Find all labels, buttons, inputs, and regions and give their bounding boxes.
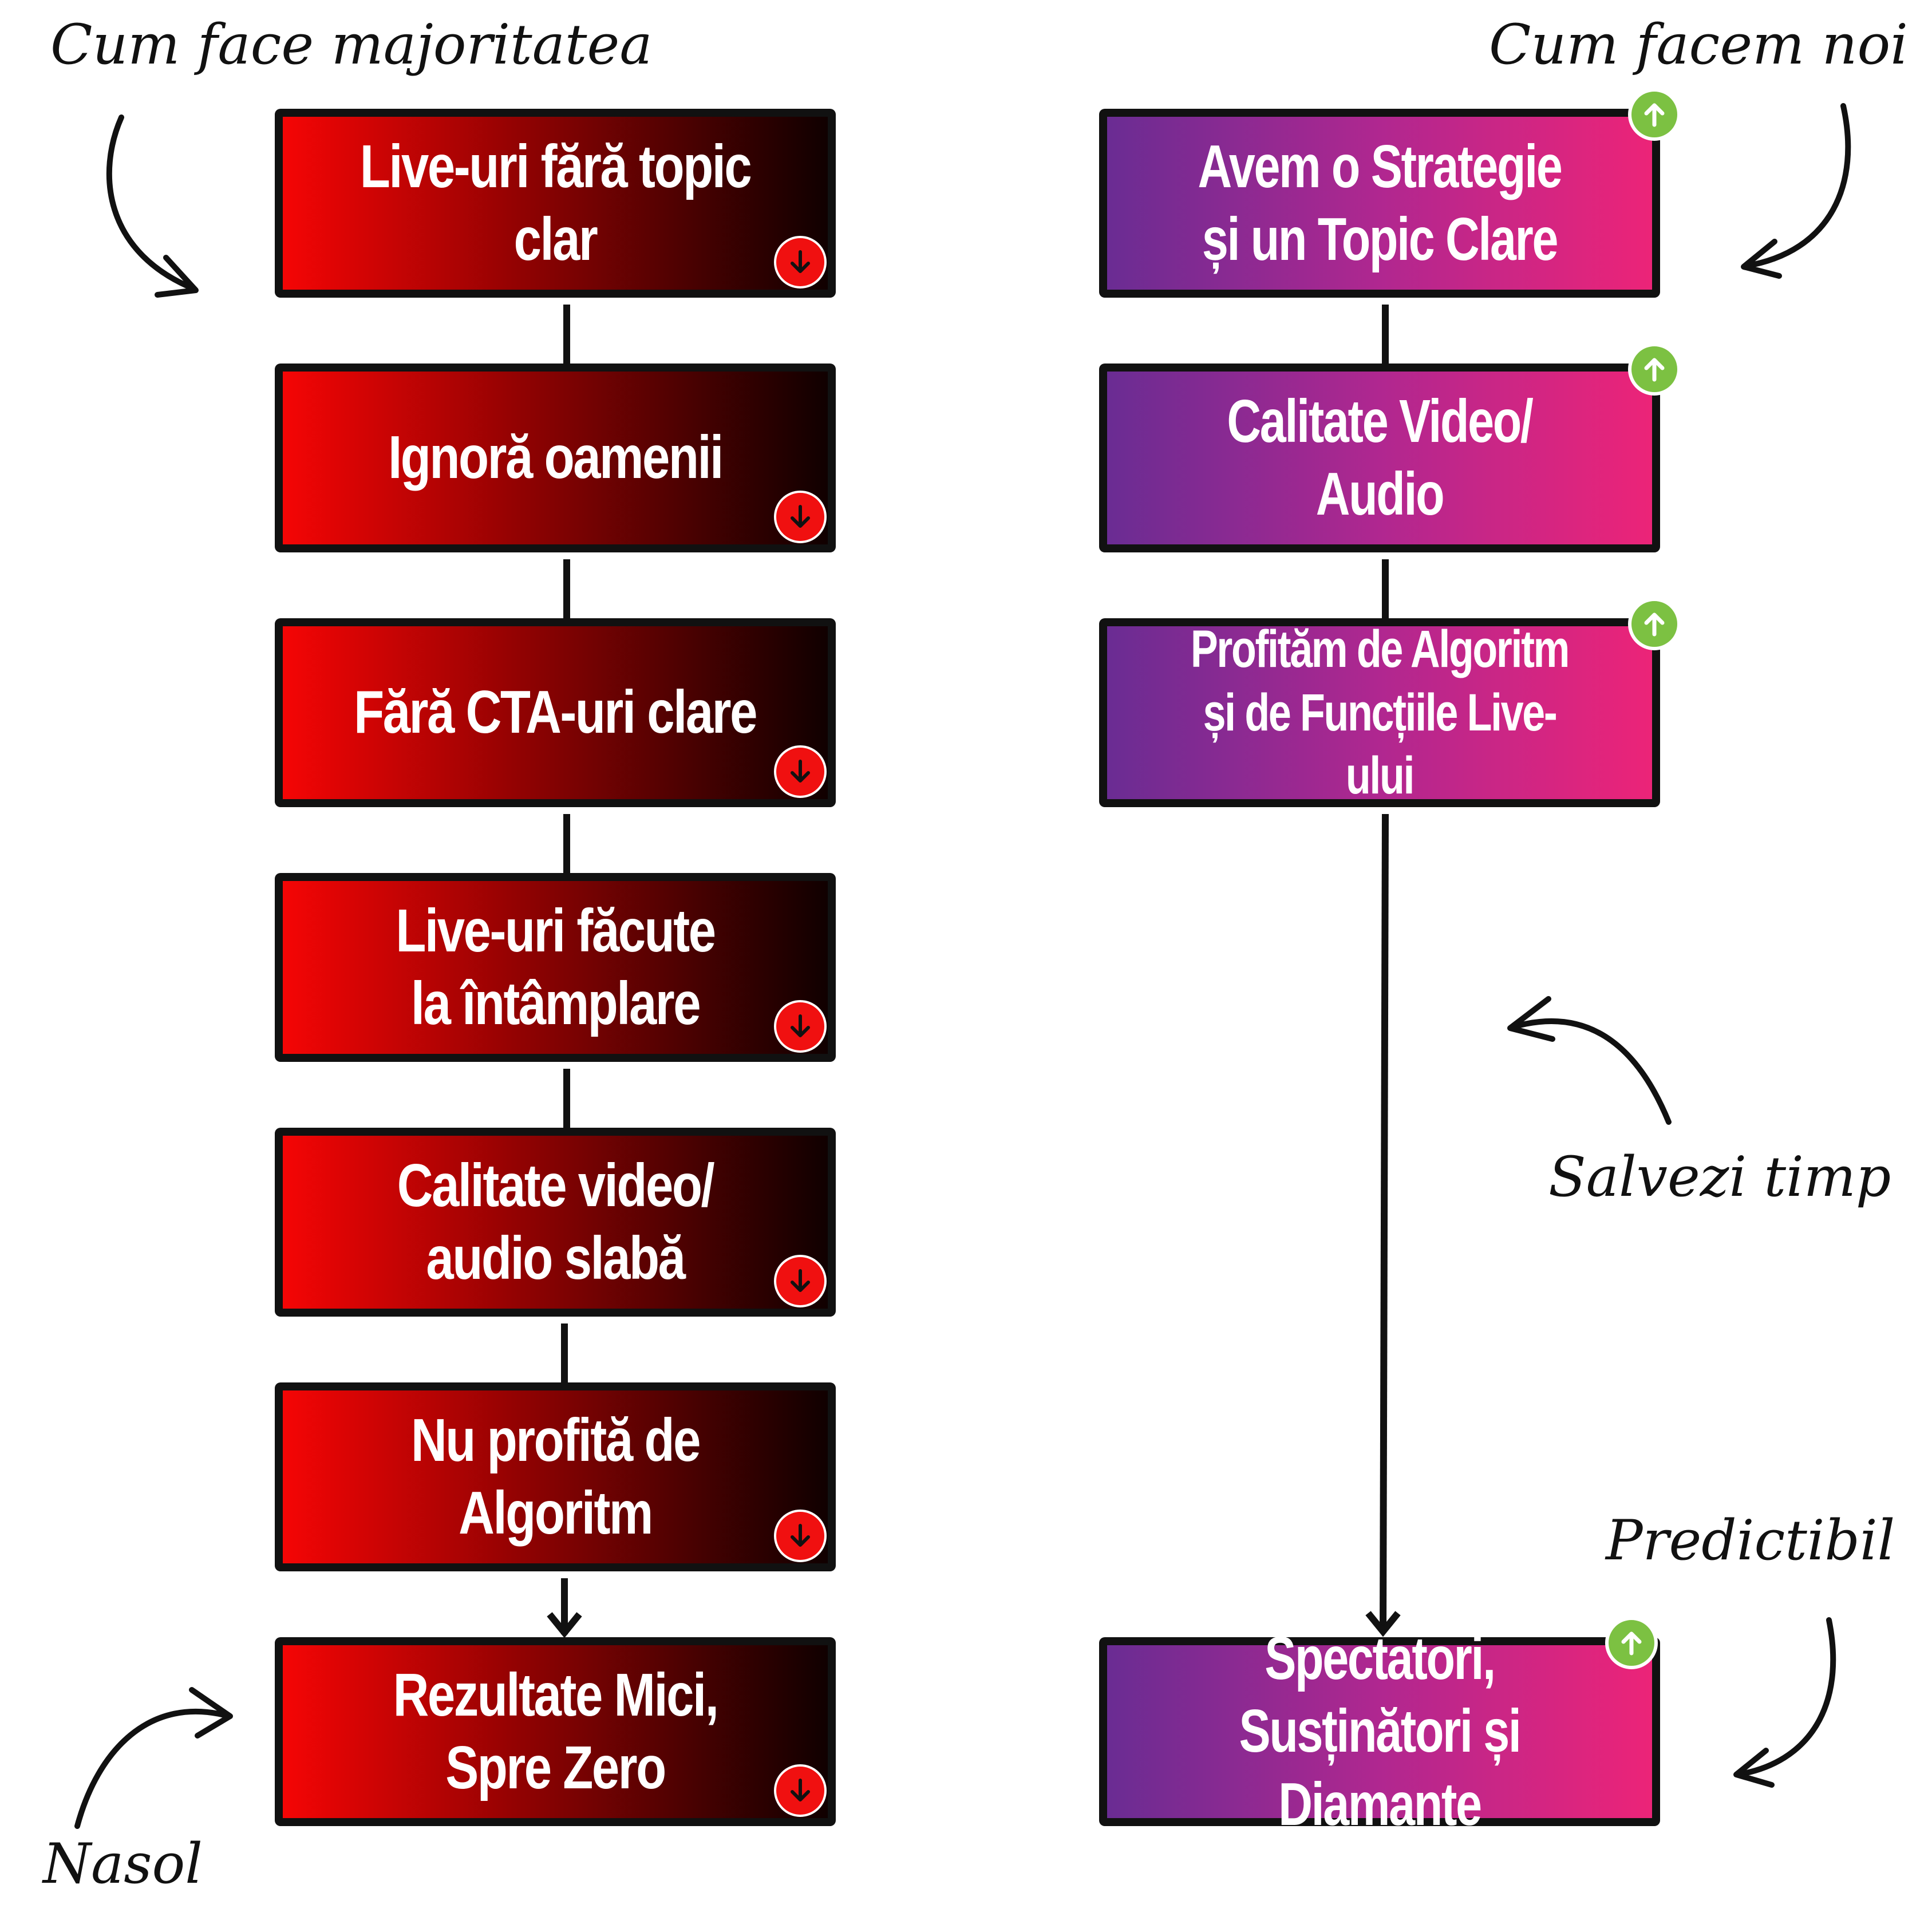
- handdrawn-arrowhead: [1733, 1748, 1775, 1788]
- left-step-box: Rezultate Mici, Spre Zero: [275, 1637, 836, 1826]
- up-arrow-icon: [1628, 88, 1681, 141]
- left-step-box: Calitate video/ audio slabă: [275, 1128, 836, 1317]
- left-step-label: Calitate video/ audio slabă: [397, 1151, 715, 1292]
- left-step-label: Live-uri făcute la întâmplare: [396, 896, 716, 1037]
- left-final-arrowhead: [547, 1612, 582, 1638]
- annotation-predictibil: Predictibil: [1606, 1508, 1895, 1573]
- down-arrow-icon: [774, 1764, 827, 1817]
- annotation-nasol: Nasol: [43, 1832, 203, 1896]
- left-step-label: Fără CTA-uri clare: [354, 678, 758, 746]
- down-arrow-icon: [774, 1255, 827, 1307]
- handdrawn-arrowhead: [1741, 239, 1782, 279]
- right-long-connector: [1380, 813, 1389, 1632]
- left-step-box: Ignoră oamenii: [275, 364, 836, 552]
- handdrawn-arrow-nasol: [74, 1708, 232, 1829]
- up-arrow-icon: [1628, 598, 1681, 650]
- left-step-label: Ignoră oamenii: [388, 424, 724, 492]
- down-arrow-icon: [774, 1510, 827, 1562]
- up-arrow-icon: [1628, 343, 1681, 396]
- right-step-box: Avem o Strategie și un Topic Clare: [1099, 88, 1681, 298]
- right-final-arrowhead: [1365, 1611, 1401, 1637]
- down-arrow-icon: [774, 491, 827, 543]
- annotation-salvezi-timp: Salvezi timp: [1548, 1145, 1891, 1209]
- down-arrow-icon: [774, 236, 827, 289]
- left-step-box: Fără CTA-uri clare: [275, 618, 836, 807]
- left-step-label: Live-uri fără topic clar: [359, 132, 752, 273]
- down-arrow-icon: [774, 745, 827, 798]
- handdrawn-arrow-left-heading: [106, 114, 197, 292]
- handdrawn-arrowhead: [189, 1687, 233, 1739]
- right-step-label: Calitate Video/ Audio: [1227, 387, 1533, 528]
- left-column-heading: Cum face majoritatea: [50, 13, 653, 77]
- left-step-box: Live-uri fără topic clar: [275, 109, 836, 298]
- handdrawn-arrowhead: [155, 255, 199, 298]
- handdrawn-arrow-right-heading: [1742, 103, 1851, 269]
- right-step-label: Spectatori, Susținători și Diamante: [1239, 1625, 1522, 1838]
- right-step-label: Profităm de Algoritm și de Funcțiile Liv…: [1190, 620, 1570, 805]
- handdrawn-arrowhead: [1507, 996, 1555, 1042]
- up-arrow-icon: [1605, 1617, 1658, 1669]
- left-step-box: Live-uri făcute la întâmplare: [275, 873, 836, 1062]
- right-step-label: Avem o Strategie și un Topic Clare: [1198, 132, 1563, 273]
- right-step-box: Spectatori, Susținători și Diamante: [1099, 1617, 1660, 1838]
- handdrawn-arrow-predictibil: [1735, 1617, 1836, 1777]
- left-step-box: Nu profită de Algoritm: [275, 1382, 836, 1571]
- handdrawn-arrow-salvezi-timp: [1508, 1018, 1672, 1125]
- right-column-heading: Cum facem noi: [1488, 13, 1908, 77]
- left-step-label: Nu profită de Algoritm: [410, 1406, 701, 1547]
- down-arrow-icon: [774, 1000, 827, 1053]
- right-step-box: Calitate Video/ Audio: [1099, 343, 1681, 552]
- left-step-label: Rezultate Mici, Spre Zero: [393, 1661, 719, 1801]
- right-step-box: Profităm de Algoritm și de Funcțiile Liv…: [1099, 598, 1681, 807]
